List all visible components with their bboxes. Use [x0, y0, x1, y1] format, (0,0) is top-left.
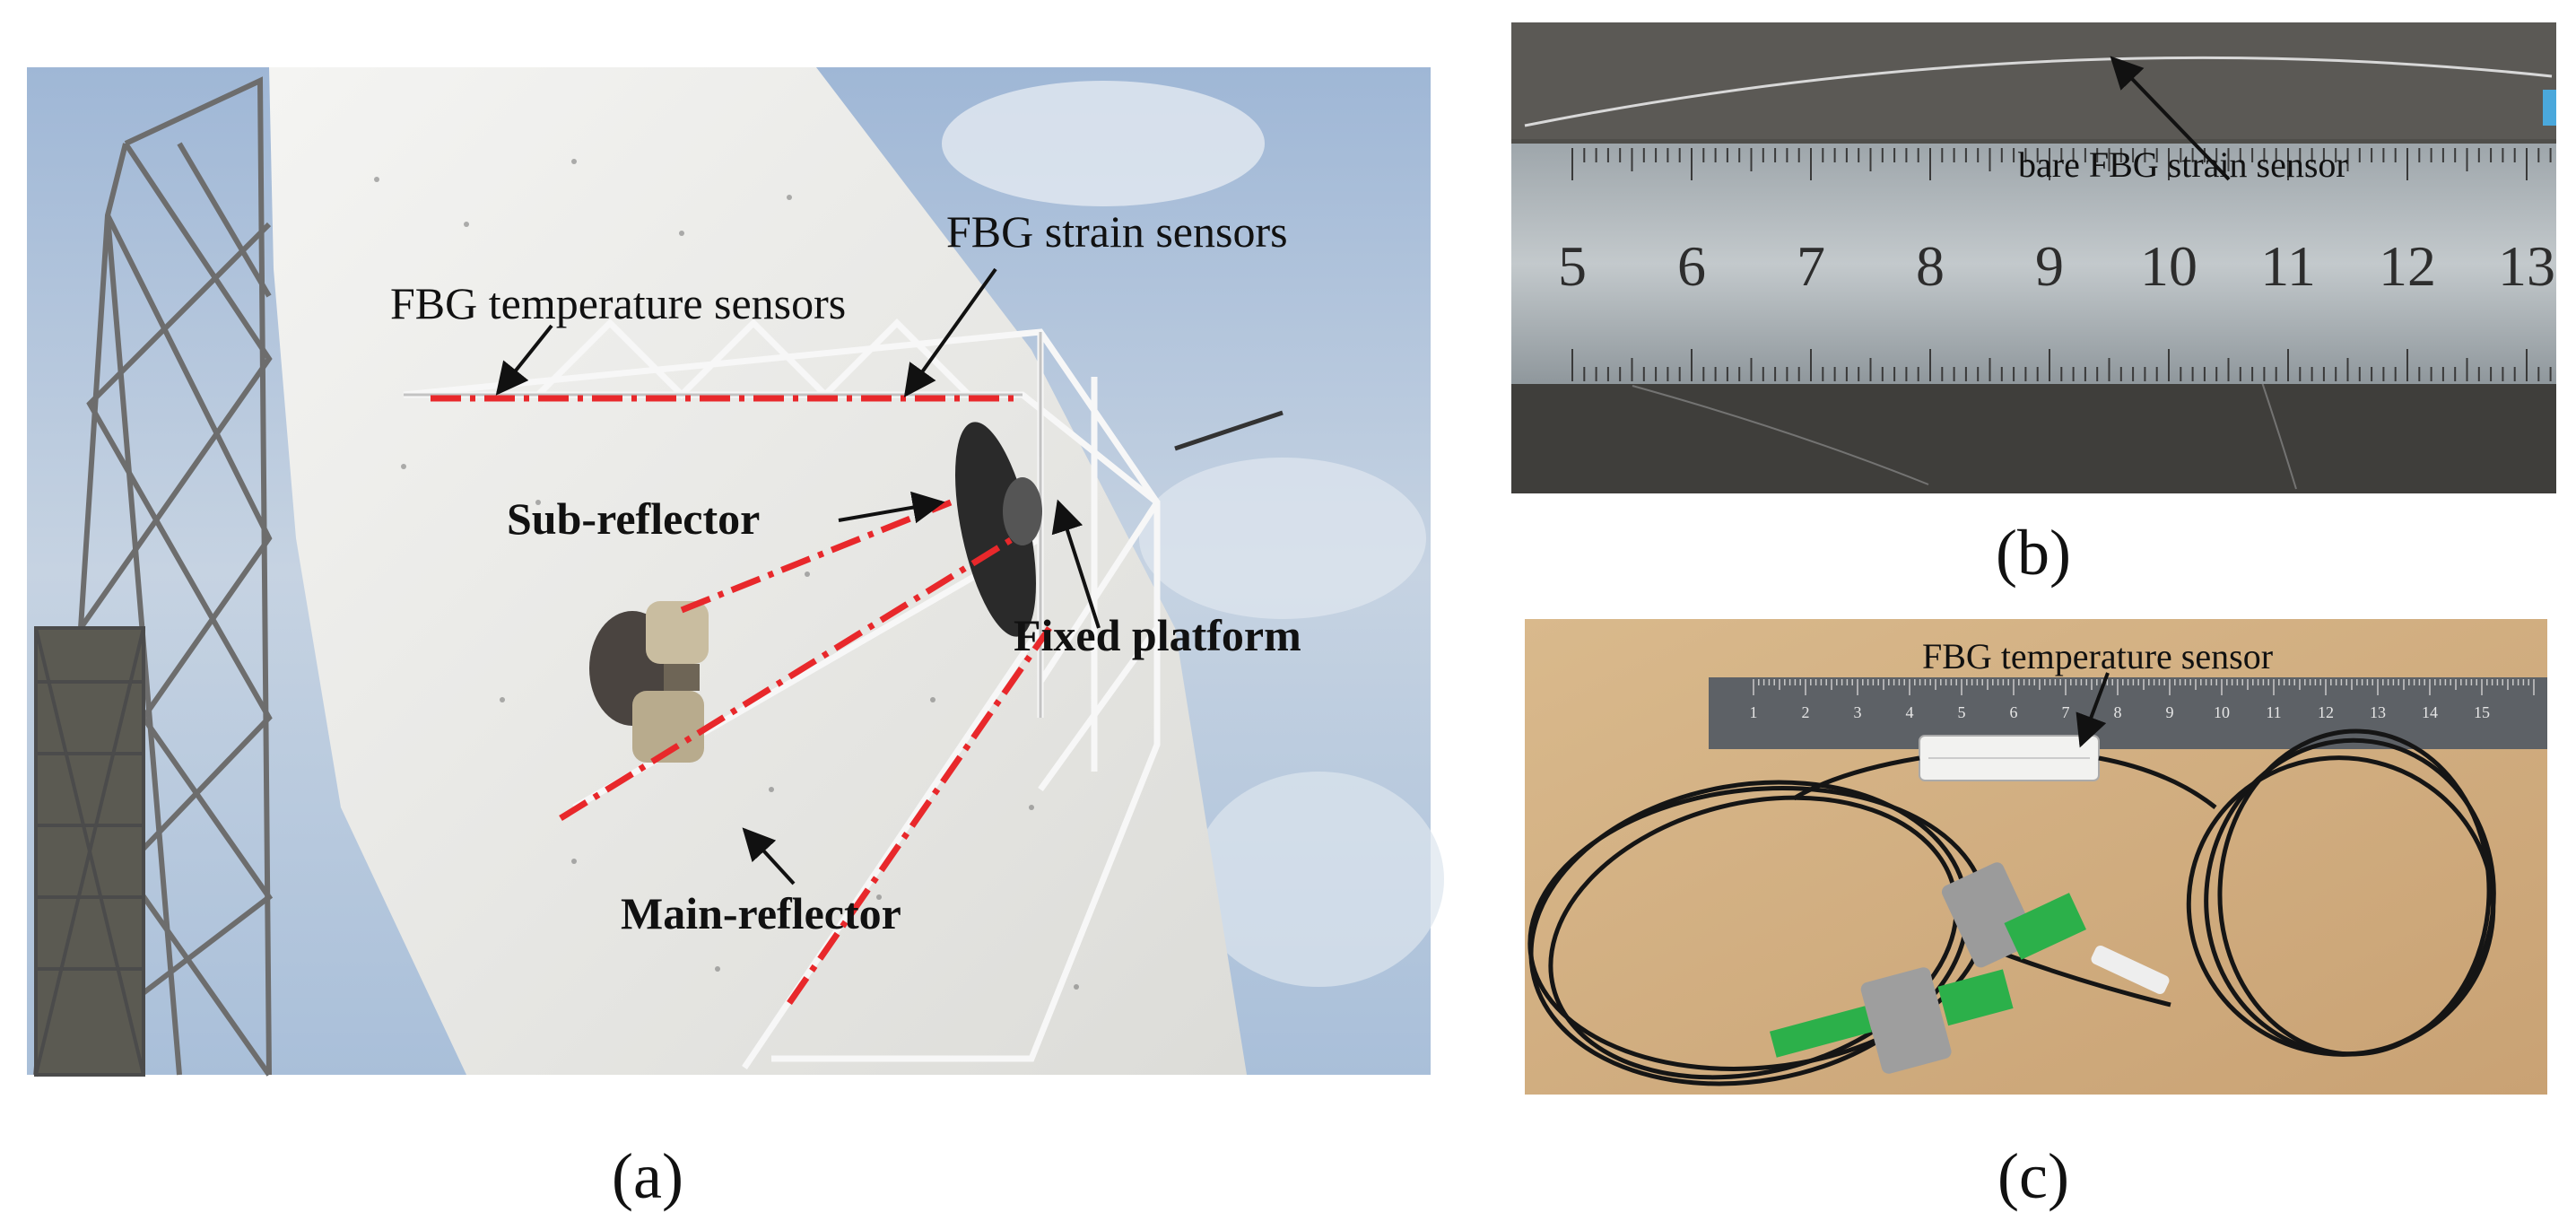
- ruler-number: 7: [1797, 234, 1825, 298]
- ruler-number: 1: [1750, 703, 1758, 721]
- ruler-number: 12: [2318, 703, 2334, 721]
- fibre-sleeve: [2091, 945, 2170, 995]
- ruler-number: 2: [1802, 703, 1810, 721]
- ruler-number: 8: [2114, 703, 2122, 721]
- ruler-number: 7: [2062, 703, 2070, 721]
- label-fbg-temperature-sensors: FBG temperature sensors: [390, 278, 846, 328]
- ruler-number: 6: [2010, 703, 2018, 721]
- ruler-number: 11: [2266, 703, 2281, 721]
- label-sub-reflector: Sub-reflector: [507, 493, 760, 544]
- panel-b-photo: 5 6 7 8 9 10 11 12 13 bare FBG strain sensor: [1511, 22, 2556, 493]
- arrow-bare-fbg: [2110, 56, 2231, 181]
- caption-a: (a): [612, 1140, 683, 1212]
- fc-connector-1: [1941, 862, 2086, 968]
- main-reflector-dish: [269, 67, 1247, 1075]
- tower-structure: [34, 626, 145, 1077]
- ruler-number: 13: [2498, 234, 2555, 298]
- ruler-ticks-c: [1753, 679, 2535, 695]
- caption-c: (c): [1997, 1140, 2069, 1212]
- fbg-sensor-lines: [431, 395, 1052, 1005]
- arrow-sub-reflector: [838, 491, 945, 524]
- ruler-number: 8: [1916, 234, 1945, 298]
- ruler-ticks-b: [1571, 148, 2552, 381]
- sub-reflector-disc: [955, 422, 1036, 637]
- bare-fibre: [1524, 56, 2553, 127]
- ruler-number: 9: [2035, 234, 2064, 298]
- ruler-number: 6: [1677, 234, 1706, 298]
- label-fbg-strain-sensors: FBG strain sensors: [946, 206, 1288, 257]
- sensor-line-middle: [559, 536, 1015, 821]
- ruler-number: 3: [1854, 703, 1862, 721]
- arrow-fbg-temperature-sensor: [2076, 672, 2110, 748]
- ruler-number: 5: [1558, 234, 1587, 298]
- fc-connector-2: [1769, 967, 2014, 1074]
- panel-a-arrows: [495, 267, 1101, 885]
- sensor-line-lower: [787, 626, 1052, 1005]
- ruler-number: 13: [2370, 703, 2386, 721]
- feed-horns: [589, 601, 709, 763]
- arrow-temperature-sensors: [495, 324, 553, 396]
- ruler-numbers-b: 5 6 7 8 9 10 11 12 13: [1558, 234, 2555, 298]
- caption-b: (b): [1996, 517, 2071, 589]
- arrow-strain-sensors: [903, 267, 997, 397]
- label-bare-fbg-strain-sensor: bare FBG strain sensor: [2018, 144, 2348, 185]
- ruler-number: 4: [1906, 703, 1914, 721]
- ruler-number: 15: [2474, 703, 2490, 721]
- antenna-rod: [1174, 410, 1284, 451]
- ruler-number: 12: [2379, 234, 2436, 298]
- ruler-number: 14: [2422, 703, 2438, 721]
- ruler-number: 9: [2166, 703, 2174, 721]
- label-fixed-platform: Fixed platform: [1014, 610, 1301, 660]
- label-main-reflector: Main-reflector: [621, 888, 901, 938]
- steel-ruler: [1511, 144, 2556, 384]
- sensor-line-upper: [680, 499, 953, 614]
- ruler-number: 10: [2140, 234, 2197, 298]
- panel-a-photo: FBG strain sensors FBG temperature senso…: [27, 67, 1444, 1077]
- sub-reflector-hub: [1003, 477, 1042, 545]
- ruler-number: 10: [2214, 703, 2230, 721]
- ruler-number: 5: [1958, 703, 1966, 721]
- arrow-main-reflector: [742, 827, 796, 885]
- ruler-number: 11: [2260, 234, 2316, 298]
- steel-ruler-c: [1709, 677, 2547, 749]
- label-fbg-temperature-sensor: FBG temperature sensor: [1922, 636, 2273, 676]
- arrow-fixed-platform: [1051, 499, 1101, 629]
